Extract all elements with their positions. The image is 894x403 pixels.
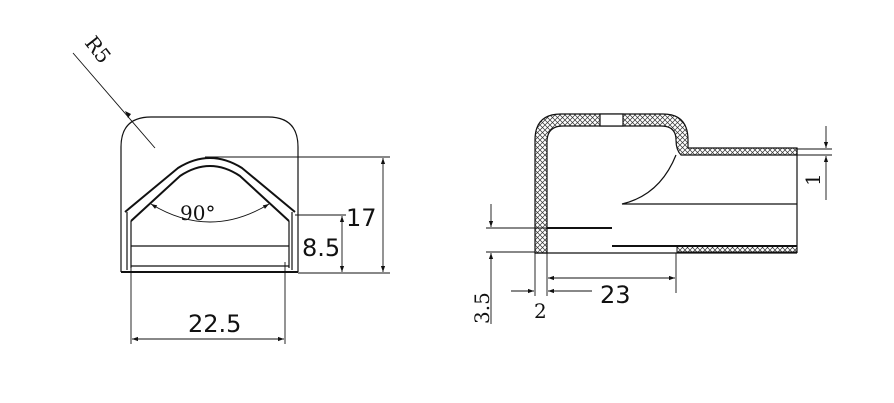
outer-housing (120, 116, 299, 272)
top-opening (599, 113, 624, 127)
length-label: 23 (600, 281, 631, 309)
width-label: 22.5 (188, 310, 241, 338)
height-total-label: 17 (346, 204, 377, 232)
wall-thickness-label: 1 (801, 173, 825, 186)
hatched-wall (534, 113, 798, 254)
lip-label: 2 (534, 299, 547, 323)
radius-label: R5 (80, 31, 116, 68)
arch-outer (124, 157, 296, 213)
angle-dimension-arc (150, 203, 270, 223)
arch-inner (130, 165, 290, 222)
radius-leader (72, 52, 156, 149)
height-half-label: 8.5 (302, 234, 340, 262)
angle-label: 90° (180, 201, 215, 225)
radius-arrow-icon (125, 111, 131, 118)
offset-label: 3.5 (470, 292, 494, 324)
side-view: 1 3.5 2 23 (470, 113, 832, 324)
front-view: 90° R5 17 8.5 22.5 (72, 31, 390, 344)
inner-curve (621, 154, 797, 205)
